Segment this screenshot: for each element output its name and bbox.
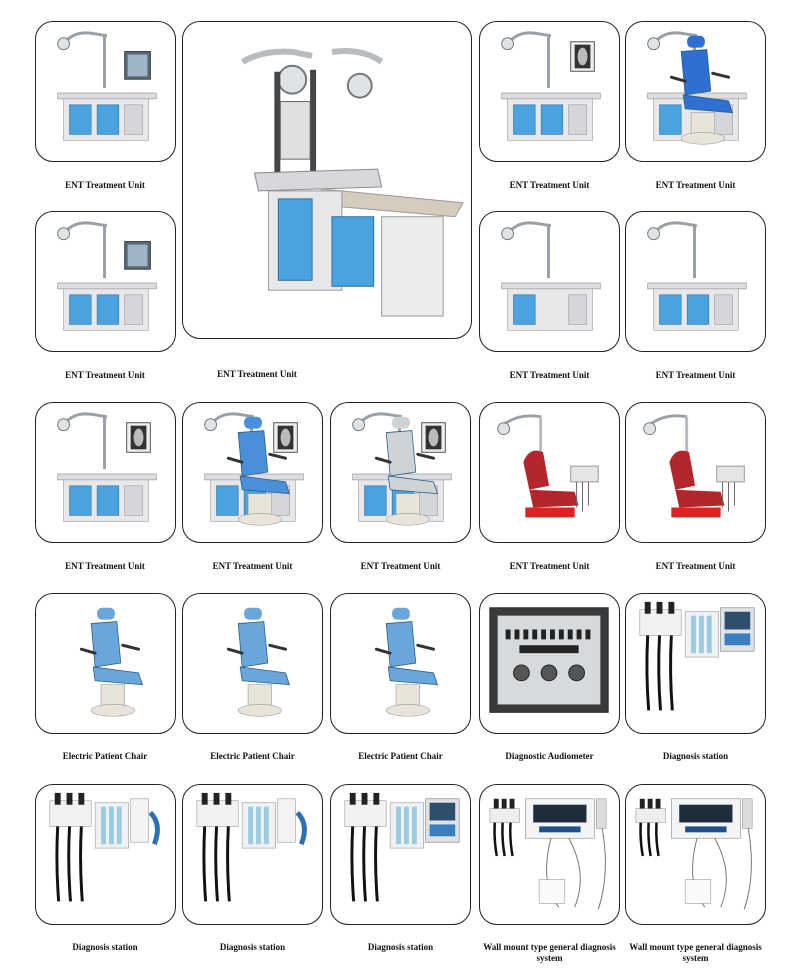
product-caption: Electric Patient Chair: [210, 751, 295, 761]
product-illustration: [489, 607, 609, 713]
product-caption: Wall mount type general diagnosis system: [629, 942, 762, 963]
product-caption: Wall mount type general diagnosis system: [483, 942, 616, 963]
product-caption: ENT Treatment Unit: [655, 370, 736, 380]
product-illustration: [79, 607, 144, 717]
product-illustration: [643, 414, 745, 518]
product-card[interactable]: [35, 21, 176, 162]
product-illustration: [489, 798, 607, 910]
product-card[interactable]: [35, 402, 176, 543]
product-caption: Diagnosis station: [367, 942, 434, 952]
product-caption: ENT Treatment Unit: [217, 369, 297, 379]
product-illustration: [196, 792, 307, 902]
product-illustration: [635, 798, 753, 910]
product-card[interactable]: [330, 402, 471, 543]
product-card[interactable]: [479, 593, 620, 734]
product-card[interactable]: [182, 784, 323, 925]
product-illustration: [639, 601, 755, 711]
product-illustration: [57, 31, 157, 141]
product-illustration: [497, 414, 599, 518]
product-caption: ENT Treatment Unit: [509, 370, 590, 380]
product-card[interactable]: [625, 21, 766, 162]
product-caption: Electric Patient Chair: [62, 751, 148, 761]
product-caption: ENT Treatment Unit: [65, 180, 145, 190]
product-illustration: [241, 48, 464, 317]
product-illustration: [57, 412, 157, 522]
product-card[interactable]: [479, 211, 620, 352]
product-caption: Electric Patient Chair: [358, 751, 443, 761]
product-illustration: [204, 412, 304, 526]
product-card[interactable]: [479, 21, 620, 162]
product-caption: ENT Treatment Unit: [509, 561, 590, 571]
product-card[interactable]: [479, 402, 620, 543]
product-card[interactable]: [625, 784, 766, 925]
product-caption: Diagnostic Audiometer: [505, 751, 594, 761]
product-illustration: [647, 221, 747, 331]
product-card[interactable]: [625, 593, 766, 734]
product-caption: ENT Treatment Unit: [65, 561, 145, 571]
product-caption: Diagnosis station: [72, 942, 138, 952]
product-caption: ENT Treatment Unit: [655, 561, 736, 571]
product-card[interactable]: [182, 21, 472, 339]
product-caption: ENT Treatment Unit: [212, 561, 293, 571]
product-card[interactable]: [625, 211, 766, 352]
product-card[interactable]: [182, 402, 323, 543]
product-card[interactable]: [625, 402, 766, 543]
product-card[interactable]: [330, 593, 471, 734]
product-caption: Diagnosis station: [662, 751, 729, 761]
product-card[interactable]: [330, 784, 471, 925]
product-illustration: [501, 221, 601, 331]
product-illustration: [647, 31, 747, 145]
product-illustration: [226, 607, 291, 717]
product-illustration: [49, 792, 160, 902]
product-card[interactable]: [35, 593, 176, 734]
product-caption: ENT Treatment Unit: [509, 180, 590, 190]
product-card[interactable]: [35, 784, 176, 925]
product-illustration: [352, 412, 452, 526]
product-illustration: [344, 792, 460, 902]
product-illustration: [501, 31, 601, 141]
product-illustration: [57, 221, 157, 331]
product-card[interactable]: [182, 593, 323, 734]
product-card[interactable]: [479, 784, 620, 925]
product-card[interactable]: [35, 211, 176, 352]
product-illustration: [374, 607, 439, 717]
product-caption: ENT Treatment Unit: [65, 370, 145, 380]
product-caption: ENT Treatment Unit: [360, 561, 441, 571]
product-caption: Diagnosis station: [219, 942, 286, 952]
product-caption: ENT Treatment Unit: [655, 180, 736, 190]
